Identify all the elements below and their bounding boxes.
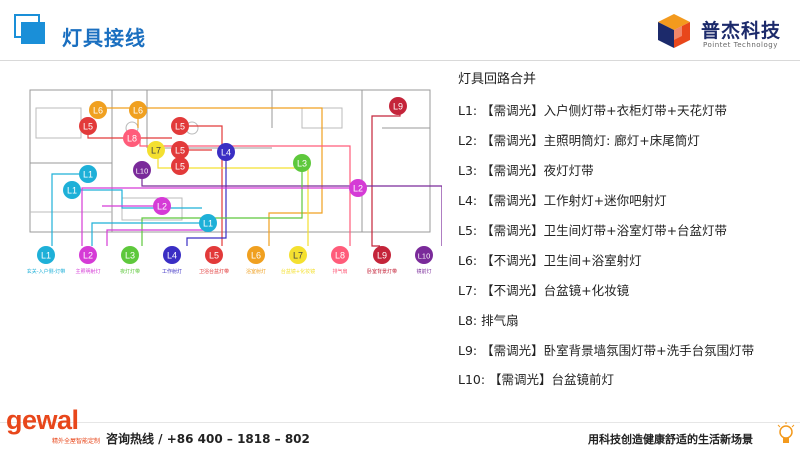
svg-text:L1: L1 [67,186,77,196]
svg-text:L5: L5 [175,162,185,172]
legend-caption-l8: 排气扇 [332,268,347,275]
marker-l9: L9 [389,97,407,115]
svg-text:L4: L4 [221,148,231,158]
circuit-list-panel: 灯具回路合并 L1: 【需调光】入户侧灯带+衣柜灯带+天花灯带 L2: 【需调光… [458,66,788,395]
footer-divider [0,422,800,423]
circuit-l8: L8: 排气扇 [458,313,519,328]
legend-caption-l5: 卫浴台盆灯带 [199,268,229,275]
marker-l5: L5 [171,157,189,175]
svg-text:L10: L10 [136,167,149,176]
cube-logo-icon [658,14,690,48]
wires [51,106,442,247]
svg-text:L9: L9 [393,102,403,112]
circuit-l5: L5: 【需调光】卫生间灯带+浴室灯带+台盆灯带 [458,223,728,238]
marker-l1: L1 [63,181,81,199]
svg-text:L7: L7 [151,146,161,156]
legend-l6: L6 [247,246,265,264]
legend-caption-l3: 夜灯灯带 [120,268,140,275]
marker-l5: L5 [79,117,97,135]
legend-l5: L5 [205,246,223,264]
company-logo: 普杰科技 Pointet Technology [655,6,795,56]
header-divider [0,60,800,61]
circuit-l9: L9: 【需调光】卧室背景墙氛围灯带+洗手台氛围灯带 [458,343,755,358]
legend-l9: L9 [373,246,391,264]
marker-l6: L6 [129,101,147,119]
svg-text:L3: L3 [297,159,307,169]
circuit-l3: L3: 【需调光】夜灯灯带 [458,163,594,178]
svg-text:L8: L8 [335,251,345,261]
svg-text:L1: L1 [83,170,93,180]
panel-heading: 灯具回路合并 [458,72,537,87]
svg-text:L5: L5 [175,146,185,156]
svg-text:L10: L10 [418,252,431,261]
legend-caption-l9: 卧室背景灯带 [367,268,397,275]
circuit-l4: L4: 【需调光】工作射灯+迷你吧射灯 [458,193,667,208]
marker-l5: L5 [171,141,189,159]
marker-l6: L6 [89,101,107,119]
svg-text:L9: L9 [377,251,387,261]
svg-text:L4: L4 [167,251,177,261]
svg-text:L7: L7 [293,251,303,261]
svg-text:L3: L3 [125,251,135,261]
logo-subtitle: Pointet Technology [703,41,778,49]
page-title: 灯具接线 [62,26,146,50]
header: 灯具接线 普杰科技 Pointet Technology [0,0,800,62]
svg-text:L1: L1 [203,219,213,229]
svg-text:L1: L1 [41,251,51,261]
logo-text: 普杰科技 [701,20,782,42]
title-squares-icon [14,14,46,44]
marker-l4: L4 [217,143,235,161]
svg-text:L5: L5 [209,251,219,261]
legend-l3: L3 [121,246,139,264]
marker-l10: L10 [133,161,151,179]
legend-caption-l4: 工作射灯 [162,268,182,275]
legend-l1: L1 [37,246,55,264]
lightbulb-icon [777,422,795,443]
svg-text:L2: L2 [353,184,363,194]
legend-caption-l6: 浴室射灯 [246,268,266,275]
marker-l7: L7 [147,141,165,159]
circuit-l6: L6: 【不调光】卫生间+浴室射灯 [458,253,642,268]
svg-text:L6: L6 [93,106,103,116]
hotline-text: 咨询热线 / +86 400 – 1818 – 802 [106,432,310,446]
marker-l3: L3 [293,154,311,172]
svg-text:L6: L6 [251,251,261,261]
legend-l4: L4 [163,246,181,264]
svg-text:L5: L5 [175,122,185,132]
legend-caption-l7: 台盆镜+化妆镜 [281,268,315,275]
circuit-l10: L10: 【需调光】台盆镜前灯 [458,372,615,387]
marker-l2: L2 [153,197,171,215]
marker-l8: L8 [123,129,141,147]
legend-caption-l1: 玄关-入户侧-灯带 [27,268,66,275]
svg-text:L6: L6 [133,106,143,116]
circuit-l2: L2: 【需调光】主照明筒灯: 廊灯+床尾筒灯 [458,133,700,148]
circuit-l7: L7: 【不调光】台盆镜+化妆镜 [458,283,630,298]
brand-subtitle: 精外全屋智能定制 [52,438,101,445]
legend-caption-l2: 主照明射灯 [75,268,100,275]
svg-text:L2: L2 [83,251,93,261]
slogan-text: 用科技创造健康舒适的生活新场景 [588,433,753,446]
svg-text:L2: L2 [157,202,167,212]
circuit-legend: L1 玄关-入户侧-灯带 L2 主照明射灯 L3 夜灯灯带 L4 工作射灯 L5 卫浴台盆灯带 L6… [27,246,433,275]
legend-caption-l10: 镜前灯 [416,268,431,275]
svg-text:L5: L5 [83,122,93,132]
marker-l5: L5 [171,117,189,135]
legend-l8: L8 [331,246,349,264]
marker-l1: L1 [199,214,217,232]
legend-l2: L2 [79,246,97,264]
brand-logo: gewal [6,405,79,435]
legend-l7: L7 [289,246,307,264]
circuit-l1: L1: 【需调光】入户侧灯带+衣柜灯带+天花灯带 [458,103,728,118]
svg-text:L8: L8 [127,134,137,144]
marker-l2: L2 [349,179,367,197]
marker-l1: L1 [79,165,97,183]
legend-l10: L10 [415,246,433,264]
